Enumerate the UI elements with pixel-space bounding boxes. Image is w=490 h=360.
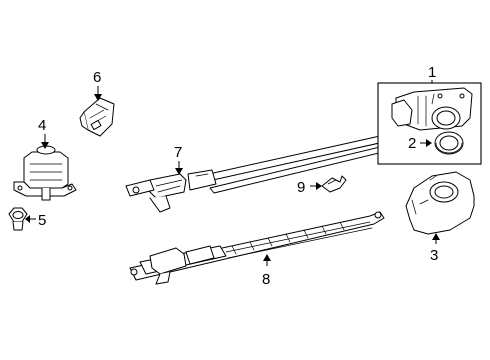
callout-6: 6 — [93, 69, 102, 101]
part-2-ring — [434, 131, 464, 155]
part-8-rail-assembly — [129, 211, 385, 285]
callout-2-number: 2 — [408, 135, 416, 152]
callout-2: 2 — [408, 135, 432, 152]
part-4-module — [13, 145, 77, 201]
callout-8: 8 — [262, 254, 271, 288]
callout-3: 3 — [430, 233, 440, 264]
callout-6-number: 6 — [93, 69, 101, 86]
callout-8-number: 8 — [262, 271, 270, 288]
part-9-clip — [321, 175, 347, 193]
callout-1-number: 1 — [428, 64, 436, 81]
callout-3-number: 3 — [430, 247, 438, 264]
callout-1: 1 — [428, 64, 436, 83]
callout-7-number: 7 — [174, 144, 182, 161]
callout-5: 5 — [25, 212, 46, 229]
part-1-sensor-assembly — [391, 87, 473, 131]
callout-4: 4 — [38, 117, 49, 149]
callout-5-number: 5 — [38, 212, 46, 229]
part-5-nut — [8, 207, 28, 231]
part-3-sensor-housing — [405, 171, 475, 235]
callout-9-number: 9 — [297, 179, 305, 196]
callout-9: 9 — [297, 179, 322, 196]
part-6-sensor-bracket — [79, 97, 115, 137]
callout-7: 7 — [174, 144, 183, 175]
part-7-cable-harness — [125, 134, 390, 213]
callout-4-number: 4 — [38, 117, 46, 134]
